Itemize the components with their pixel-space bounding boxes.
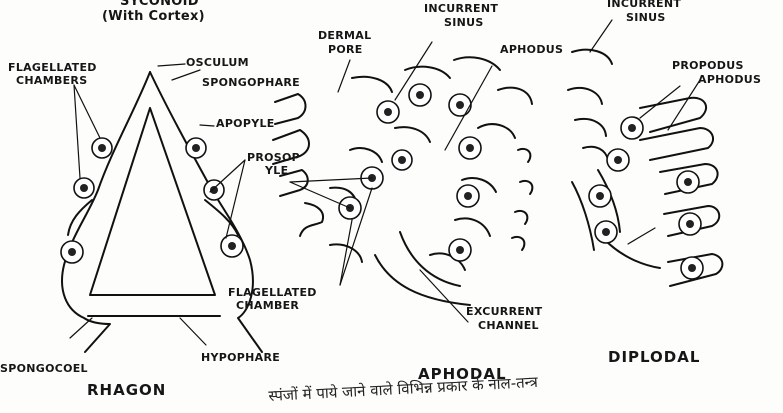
aphodal-sponge-drawing: [273, 42, 532, 322]
prosopyle-label-line2: YLE: [265, 165, 288, 177]
diplodal-chambers: [589, 117, 703, 279]
aphodal-chambers: [339, 84, 481, 261]
excurrent-channel-label-line2: CHANNEL: [478, 320, 539, 332]
flagellated-chamber-label-line2: CHAMBER: [236, 300, 299, 312]
propodus-label: PROPODUS: [672, 60, 744, 72]
flagellated-chambers-label-line2: CHAMBERS: [16, 75, 87, 87]
flagellated-chamber-label-line1: FLAGELLATED: [228, 287, 317, 299]
dermal-pore-label-line1: DERMAL: [318, 30, 371, 42]
spongocoel-label: SPONGOCOEL: [0, 363, 88, 375]
hypophare-label: HYPOPHARE: [201, 352, 280, 364]
diplodal-label: DIPLODAL: [608, 351, 700, 363]
aphodus-label: APHODUS: [500, 44, 563, 56]
incurrent-sinus-2-label-line2: SINUS: [626, 12, 666, 24]
syconoid-subtitle: (With Cortex): [102, 11, 205, 23]
aphodus-2-label: APHODUS: [698, 74, 761, 86]
incurrent-sinus-label-line1: INCURRENT: [424, 3, 498, 15]
incurrent-sinus-label-line2: SINUS: [444, 17, 484, 29]
spongophare-label: SPONGOPHARE: [202, 77, 300, 89]
excurrent-channel-label-line1: EXCURRENT: [466, 306, 542, 318]
rhagon-label: RHAGON: [87, 384, 166, 396]
dermal-pore-label-line2: PORE: [328, 44, 363, 56]
incurrent-sinus-2-label-line1: INCURRENT: [607, 0, 681, 10]
prosopyle-label-line1: PROSOP: [247, 152, 300, 164]
syconoid-title: SYCONOID: [120, 0, 199, 8]
flagellated-chambers-label-line1: FLAGELLATED: [8, 62, 97, 74]
osculum-label: OSCULUM: [186, 57, 249, 69]
apopyle-label: APOPYLE: [216, 118, 275, 130]
rhagon-sponge-drawing: [61, 64, 262, 352]
